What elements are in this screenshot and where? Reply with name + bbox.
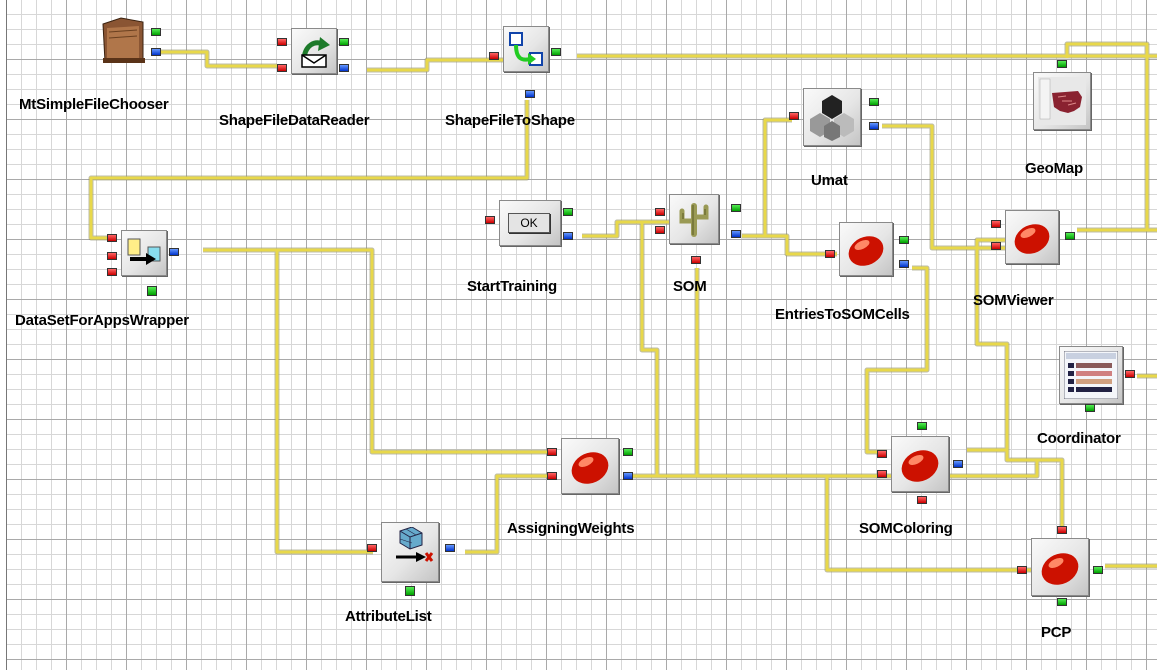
input-port[interactable] bbox=[825, 250, 835, 258]
output-port[interactable] bbox=[899, 236, 909, 244]
input-port[interactable] bbox=[107, 234, 117, 242]
input-port[interactable] bbox=[1057, 526, 1067, 534]
node-label: SOMViewer bbox=[973, 292, 1054, 309]
input-port[interactable] bbox=[991, 220, 1001, 228]
input-port[interactable] bbox=[547, 472, 557, 480]
input-port[interactable] bbox=[991, 242, 1001, 250]
node-attribute-list[interactable] bbox=[367, 522, 467, 608]
dataset-arrow-icon bbox=[121, 230, 167, 276]
node-label: AssigningWeights bbox=[507, 520, 635, 537]
input-port[interactable] bbox=[655, 208, 665, 216]
node-dataset-for-apps-wrapper[interactable] bbox=[107, 226, 207, 306]
output-port[interactable] bbox=[563, 232, 573, 240]
input-port[interactable] bbox=[547, 448, 557, 456]
node-start-training[interactable]: OK bbox=[485, 200, 585, 256]
node-label: MtSimpleFileChooser bbox=[19, 96, 169, 113]
output-port[interactable] bbox=[623, 448, 633, 456]
input-port[interactable] bbox=[485, 216, 495, 224]
node-umat[interactable] bbox=[789, 88, 889, 148]
output-port[interactable] bbox=[917, 422, 927, 430]
node-som-viewer[interactable] bbox=[991, 210, 1091, 270]
output-port[interactable] bbox=[445, 544, 455, 552]
output-port[interactable] bbox=[953, 460, 963, 468]
input-port[interactable] bbox=[1017, 566, 1027, 574]
input-port[interactable] bbox=[277, 38, 287, 46]
node-label: DataSetForAppsWrapper bbox=[15, 312, 189, 329]
us-map-icon bbox=[1033, 72, 1091, 130]
input-port[interactable] bbox=[917, 496, 927, 504]
node-label: GeoMap bbox=[1025, 160, 1083, 177]
connection-wires bbox=[88, 41, 1157, 573]
node-label: PCP bbox=[1041, 624, 1072, 641]
output-port[interactable] bbox=[339, 64, 349, 72]
folder-icon bbox=[99, 14, 149, 66]
ok-button-icon: OK bbox=[499, 200, 561, 246]
output-port[interactable] bbox=[151, 28, 161, 36]
input-port[interactable] bbox=[1057, 60, 1067, 68]
output-port[interactable] bbox=[623, 472, 633, 480]
output-port[interactable] bbox=[869, 98, 879, 106]
output-port[interactable] bbox=[1065, 232, 1075, 240]
output-port[interactable] bbox=[1057, 598, 1067, 606]
node-label: StartTraining bbox=[467, 278, 557, 295]
convert-arrow-icon bbox=[503, 26, 549, 72]
output-port[interactable] bbox=[551, 48, 561, 56]
node-som-coloring[interactable] bbox=[877, 418, 977, 518]
node-som[interactable] bbox=[655, 194, 755, 278]
input-port[interactable] bbox=[877, 470, 887, 478]
input-port[interactable] bbox=[655, 226, 665, 234]
node-pcp[interactable] bbox=[1017, 526, 1117, 606]
output-port[interactable] bbox=[147, 286, 157, 296]
output-port[interactable] bbox=[731, 204, 741, 212]
read-arrow-icon bbox=[291, 28, 337, 74]
node-label: ShapeFileDataReader bbox=[219, 112, 370, 129]
red-bean-icon bbox=[1005, 210, 1059, 264]
input-port[interactable] bbox=[691, 256, 701, 264]
node-label: SOMColoring bbox=[859, 520, 953, 537]
node-label: SOM bbox=[673, 278, 707, 295]
input-port[interactable] bbox=[367, 544, 377, 552]
bean-canvas[interactable]: MtSimpleFileChooser ShapeFileDataReader bbox=[6, 0, 1157, 670]
output-port[interactable] bbox=[169, 248, 179, 256]
input-port[interactable] bbox=[107, 252, 117, 260]
output-port[interactable] bbox=[151, 48, 161, 56]
coordinator-list-icon bbox=[1059, 346, 1123, 404]
input-port[interactable] bbox=[277, 64, 287, 72]
node-shape-file-data-reader[interactable] bbox=[277, 28, 377, 84]
input-port[interactable] bbox=[489, 52, 499, 60]
node-label: EntriesToSOMCells bbox=[775, 306, 910, 323]
node-label: Umat bbox=[811, 172, 848, 189]
output-port[interactable] bbox=[869, 122, 879, 130]
node-geomap[interactable] bbox=[1033, 60, 1103, 140]
output-port[interactable] bbox=[731, 230, 741, 238]
input-port[interactable] bbox=[107, 268, 117, 276]
red-bean-icon bbox=[1031, 538, 1089, 596]
red-bean-icon bbox=[839, 222, 893, 276]
node-label: Coordinator bbox=[1037, 430, 1121, 447]
output-port[interactable] bbox=[563, 208, 573, 216]
cactus-icon bbox=[669, 194, 719, 244]
input-port[interactable] bbox=[1125, 370, 1135, 378]
node-coordinator[interactable] bbox=[1059, 346, 1159, 412]
input-port[interactable] bbox=[877, 450, 887, 458]
output-port[interactable] bbox=[1085, 404, 1095, 412]
output-port[interactable] bbox=[899, 260, 909, 268]
node-assigning-weights[interactable] bbox=[547, 438, 647, 498]
node-shape-file-to-shape[interactable] bbox=[489, 26, 589, 102]
node-mt-simple-file-chooser[interactable] bbox=[93, 14, 173, 74]
node-entries-to-som-cells[interactable] bbox=[825, 222, 925, 282]
ok-button[interactable]: OK bbox=[508, 213, 550, 233]
red-bean-icon bbox=[891, 436, 949, 492]
hexagon-map-icon bbox=[803, 88, 861, 146]
red-bean-icon bbox=[561, 438, 619, 494]
output-port[interactable] bbox=[339, 38, 349, 46]
node-label: ShapeFileToShape bbox=[445, 112, 575, 129]
cube-arrow-icon bbox=[381, 522, 439, 582]
output-port[interactable] bbox=[525, 90, 535, 98]
output-port[interactable] bbox=[405, 586, 415, 596]
output-port[interactable] bbox=[1093, 566, 1103, 574]
input-port[interactable] bbox=[789, 112, 799, 120]
node-label: AttributeList bbox=[345, 608, 432, 625]
